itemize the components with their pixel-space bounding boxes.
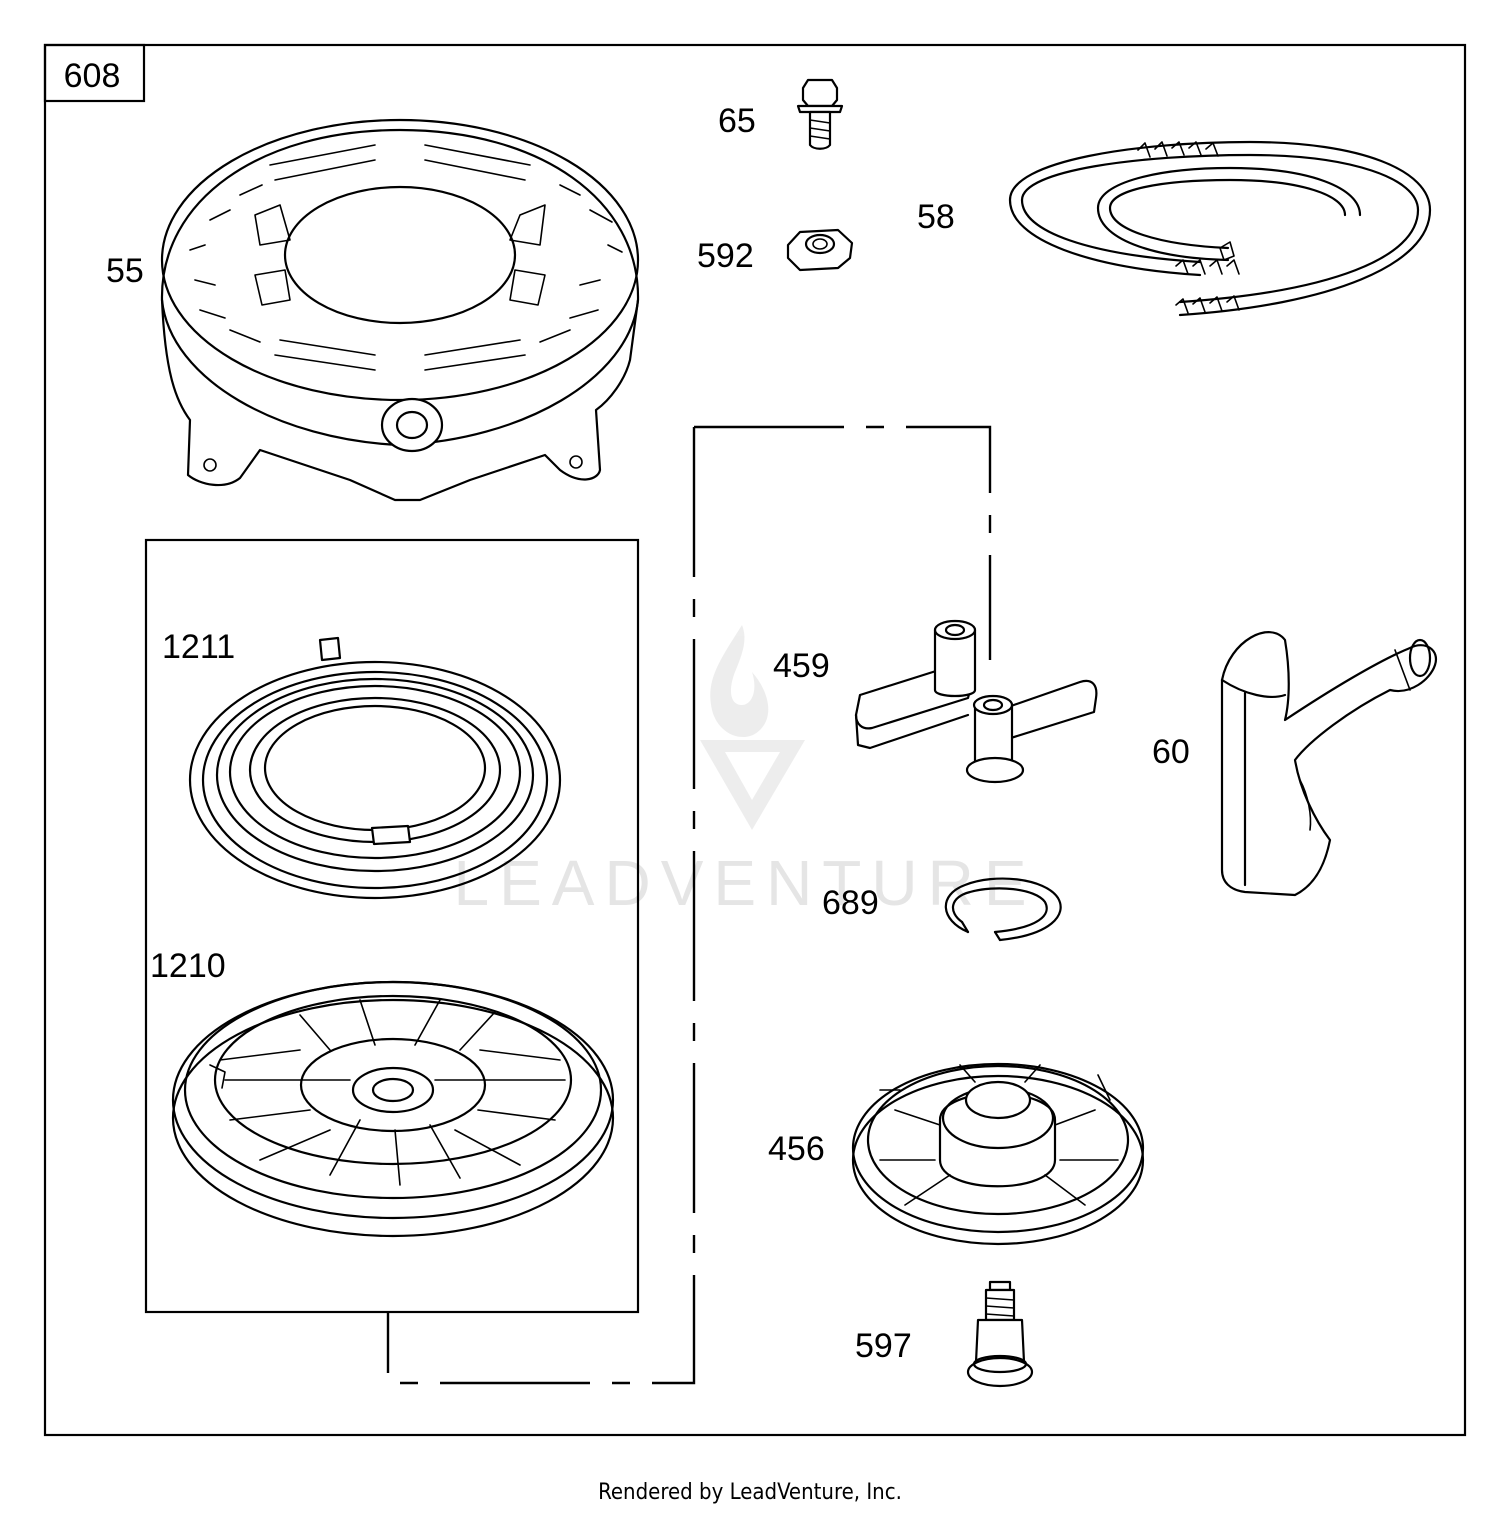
part-58-rope[interactable] — [1008, 140, 1432, 317]
part-55-blower-housing[interactable] — [160, 118, 640, 502]
part-65-label: 65 — [718, 102, 756, 140]
part-1210-pulley[interactable] — [171, 980, 615, 1238]
grouping-lines — [386, 425, 992, 1385]
part-689-label: 689 — [822, 884, 879, 922]
part-592-nut[interactable] — [786, 228, 854, 272]
part-60-label: 60 — [1152, 733, 1190, 771]
part-689-retainer[interactable] — [944, 877, 1062, 942]
part-55-label: 55 — [106, 252, 144, 290]
part-58-label: 58 — [917, 198, 955, 236]
part-65-bolt[interactable] — [796, 78, 844, 150]
part-456-label: 456 — [768, 1130, 825, 1168]
watermark-text: LEADVENTURE — [454, 847, 1037, 919]
part-1211-label: 1211 — [162, 628, 235, 666]
part-592-label: 592 — [697, 237, 754, 275]
part-60-handle[interactable] — [1220, 631, 1438, 897]
watermark-flame-icon — [710, 625, 769, 738]
part-597-screw[interactable] — [966, 1280, 1034, 1388]
part-1211-spring[interactable] — [188, 636, 562, 900]
watermark: LEADVENTURE — [454, 625, 1037, 919]
part-597-label: 597 — [855, 1327, 912, 1365]
part-456-ratchet[interactable] — [851, 1062, 1145, 1246]
kit-box — [144, 538, 640, 1314]
diagram-id-box — [43, 43, 146, 103]
part-459-dogs[interactable] — [854, 619, 1098, 784]
part-459-label: 459 — [773, 647, 830, 685]
diagram-frame — [43, 43, 1467, 1437]
part-1210-label: 1210 — [150, 947, 226, 985]
footer-credit: Rendered by LeadVenture, Inc. — [598, 1480, 902, 1505]
diagram-id-label: 608 — [64, 57, 121, 95]
watermark-v-icon — [700, 740, 805, 830]
